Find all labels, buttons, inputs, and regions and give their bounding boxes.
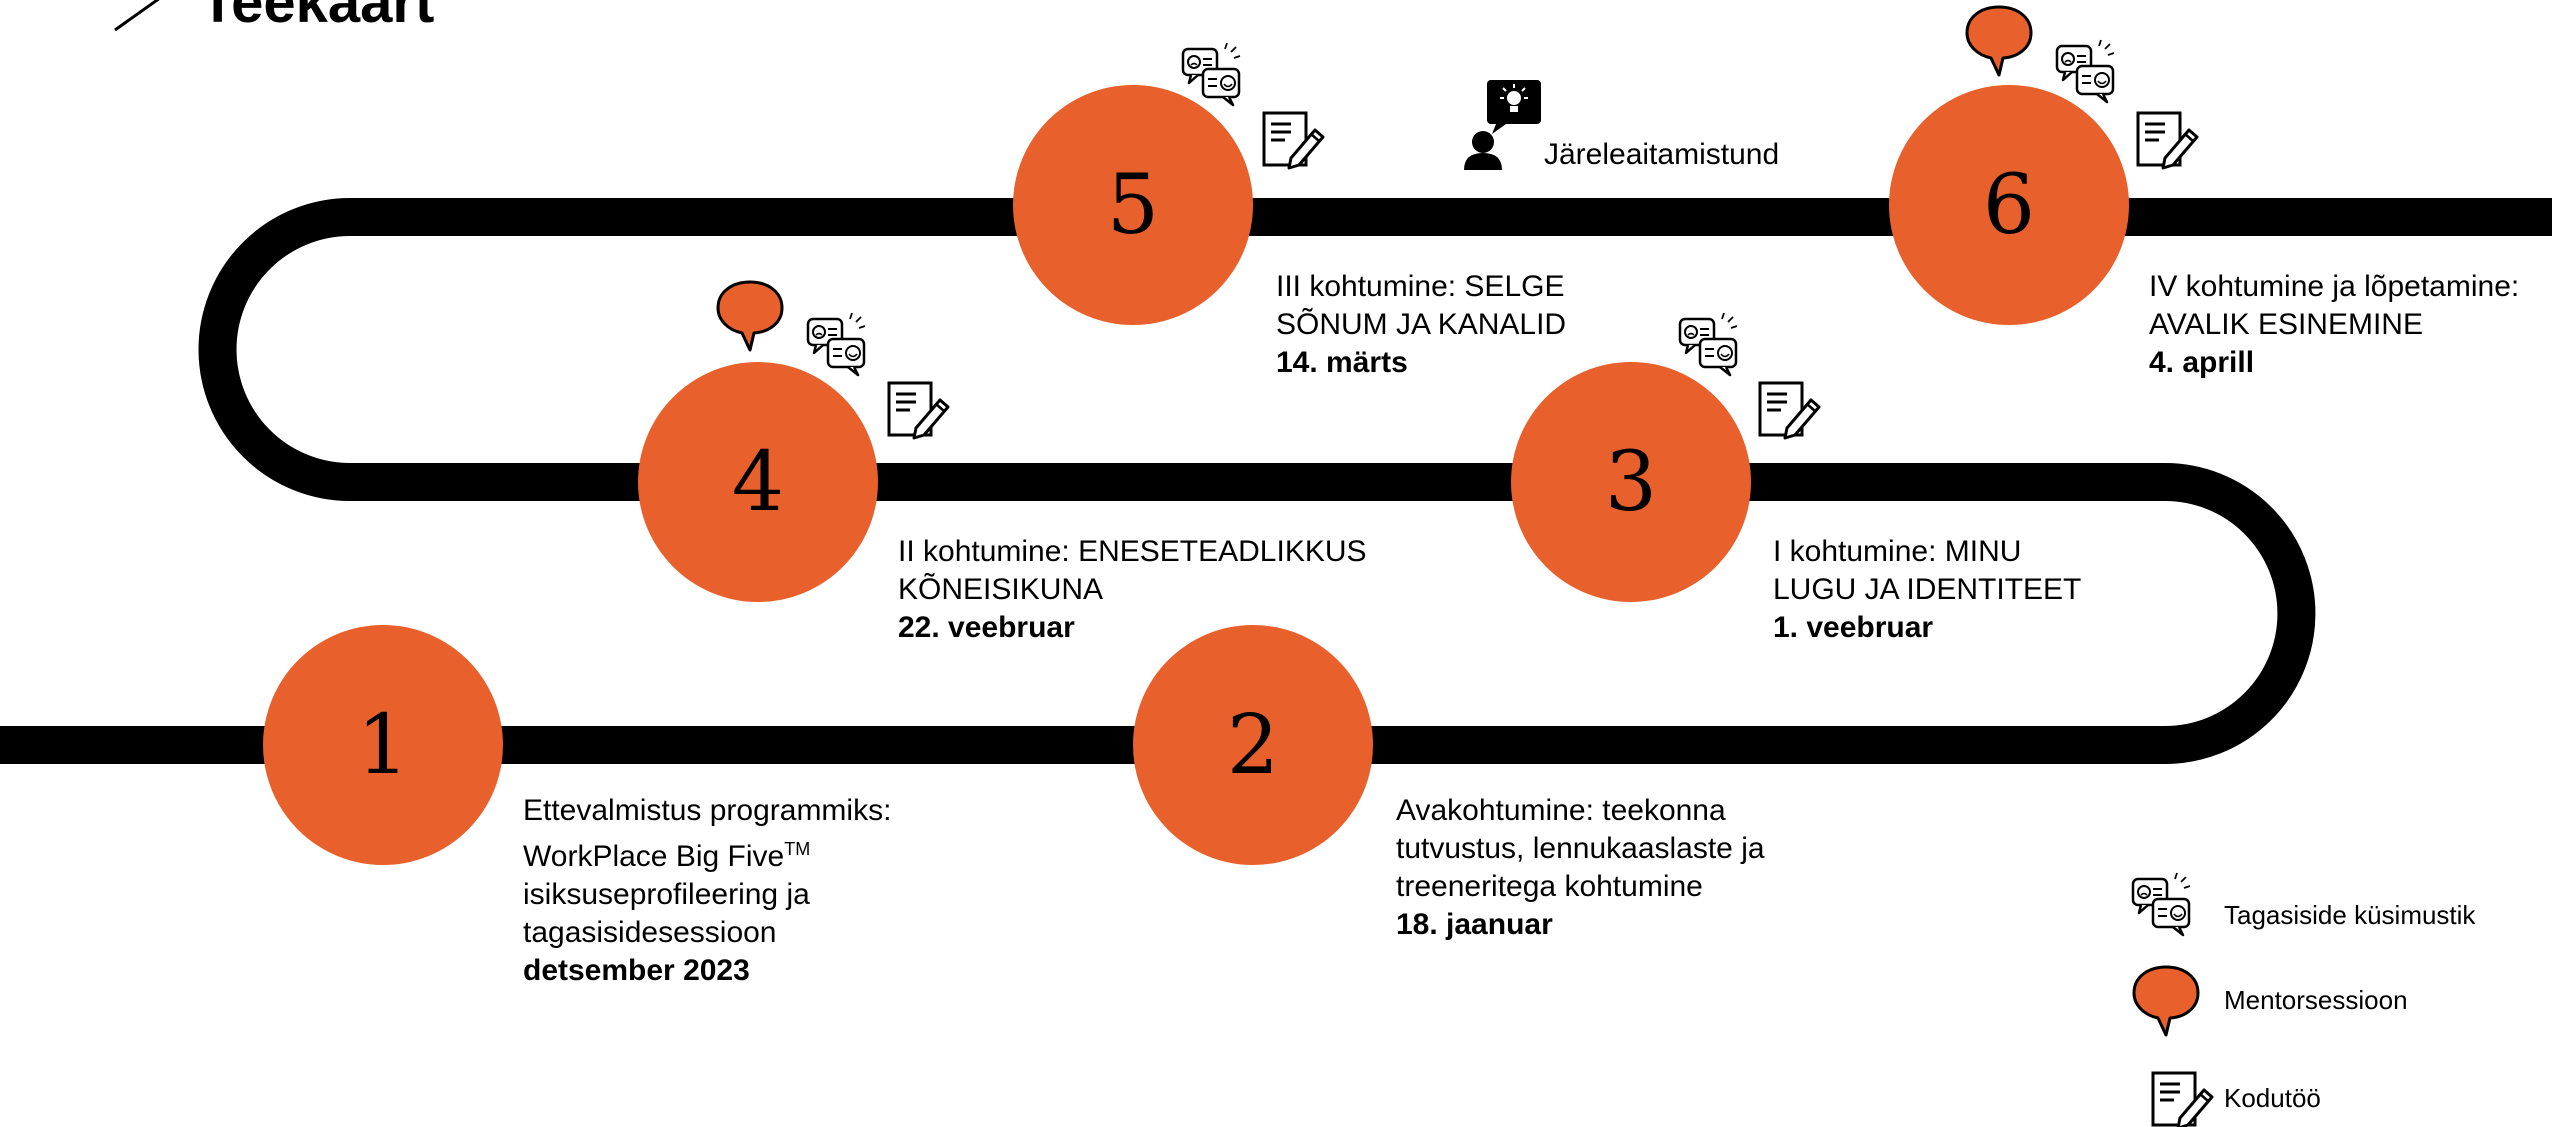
stop-3-line-1: I kohtumine: MINU xyxy=(1773,535,2022,568)
stop-1-description: Ettevalmistus programmiks: WorkPlace Big… xyxy=(523,792,891,990)
stop-1-line-2: WorkPlace Big FiveTM xyxy=(523,830,891,876)
stop-5-homework-icon xyxy=(1262,111,1325,170)
stop-3-description: I kohtumine: MINU LUGU JA IDENTITEET 1. … xyxy=(1773,533,2081,647)
legend-mentor-session-icon xyxy=(2132,965,2200,1037)
stop-3-line-2: LUGU JA IDENTITEET xyxy=(1773,573,2082,606)
legend-label-feedback-survey: Tagasiside küsimustik xyxy=(2224,900,2476,930)
stop-6-circle xyxy=(1889,85,2129,325)
stop-6-number: 6 xyxy=(1982,157,2036,253)
stop-4-number: 4 xyxy=(731,434,785,530)
stop-6-feedback-survey-icon xyxy=(2055,38,2116,104)
stop-5-line-1: III kohtumine: SELGE xyxy=(1276,270,1565,303)
stop-2-line-3: treeneritega kohtumine xyxy=(1396,870,1703,903)
road-path xyxy=(0,198,2552,764)
page-title: Teekaart xyxy=(200,0,435,35)
stop-5-feedback-survey-icon xyxy=(1181,41,1242,107)
legend-label-mentor-session: Mentorsessioon xyxy=(2224,985,2408,1015)
stop-4-mentor-session-icon xyxy=(716,280,784,352)
stop-5-description: III kohtumine: SELGE SÕNUM JA KANALID 14… xyxy=(1276,268,1566,382)
stop-5-circle xyxy=(1013,85,1253,325)
stop-1-circle xyxy=(263,625,503,865)
stop-1-number: 1 xyxy=(356,697,410,793)
stop-3-feedback-survey-icon xyxy=(1678,311,1739,377)
stop-4-date: 22. veebruar xyxy=(898,611,1075,644)
stop-1-line-1: Ettevalmistus programmiks: xyxy=(523,794,892,827)
stop-3-circle xyxy=(1511,362,1751,602)
stop-6-date: 4. aprill xyxy=(2149,346,2255,379)
stop-5-date: 14. märts xyxy=(1276,346,1408,379)
stop-2-circle xyxy=(1133,625,1373,865)
legend-homework-icon xyxy=(2151,1071,2214,1127)
stop-4-homework-icon xyxy=(887,381,950,440)
stop-6-line-1: IV kohtumine ja lõpetamine: xyxy=(2149,270,2520,303)
stop-4-feedback-survey-icon xyxy=(806,311,867,377)
legend-feedback-survey-icon xyxy=(2131,871,2192,937)
stop-6-line-2: AVALIK ESINEMINE xyxy=(2149,308,2423,341)
stop-6-homework-icon xyxy=(2136,111,2199,170)
stop-4-line-2: KÕNEISIKUNA xyxy=(898,573,1104,606)
stop-6-description: IV kohtumine ja lõpetamine: AVALIK ESINE… xyxy=(2149,268,2519,382)
stop-5-number: 5 xyxy=(1106,157,1160,253)
legend-label-homework: Kodutöö xyxy=(2224,1083,2321,1113)
stop-3-number: 3 xyxy=(1604,434,1658,530)
stop-2-line-2: tutvustus, lennukaaslaste ja xyxy=(1396,832,1765,865)
stop-1-line-2-text: WorkPlace Big Five xyxy=(523,840,785,873)
stop-5-line-2: SÕNUM JA KANALID xyxy=(1276,308,1567,341)
stop-6-mentor-session-icon xyxy=(1965,5,2033,77)
extra-event-label: Järeleaitamistund xyxy=(1544,138,1780,171)
stop-2-line-1: Avakohtumine: teekonna xyxy=(1396,794,1726,827)
trademark-mark: TM xyxy=(784,839,811,859)
stop-2-number: 2 xyxy=(1226,697,1280,793)
stop-1-date: detsember 2023 xyxy=(523,954,750,987)
arrow-icon xyxy=(114,0,160,32)
stop-2-description: Avakohtumine: teekonna tutvustus, lennuk… xyxy=(1396,792,1765,944)
stop-3-homework-icon xyxy=(1758,381,1821,440)
stop-4-circle xyxy=(638,362,878,602)
person-idea-icon xyxy=(1464,80,1541,170)
stop-3-date: 1. veebruar xyxy=(1773,611,1934,644)
stop-2-date: 18. jaanuar xyxy=(1396,908,1553,941)
stop-4-description: II kohtumine: ENESETEADLIKKUS KÕNEISIKUN… xyxy=(898,533,1367,647)
stop-4-line-1: II kohtumine: ENESETEADLIKKUS xyxy=(898,535,1367,568)
stop-1-line-3: isiksuseprofileering ja xyxy=(523,878,810,911)
stop-1-line-4: tagasisidesessioon xyxy=(523,916,777,949)
